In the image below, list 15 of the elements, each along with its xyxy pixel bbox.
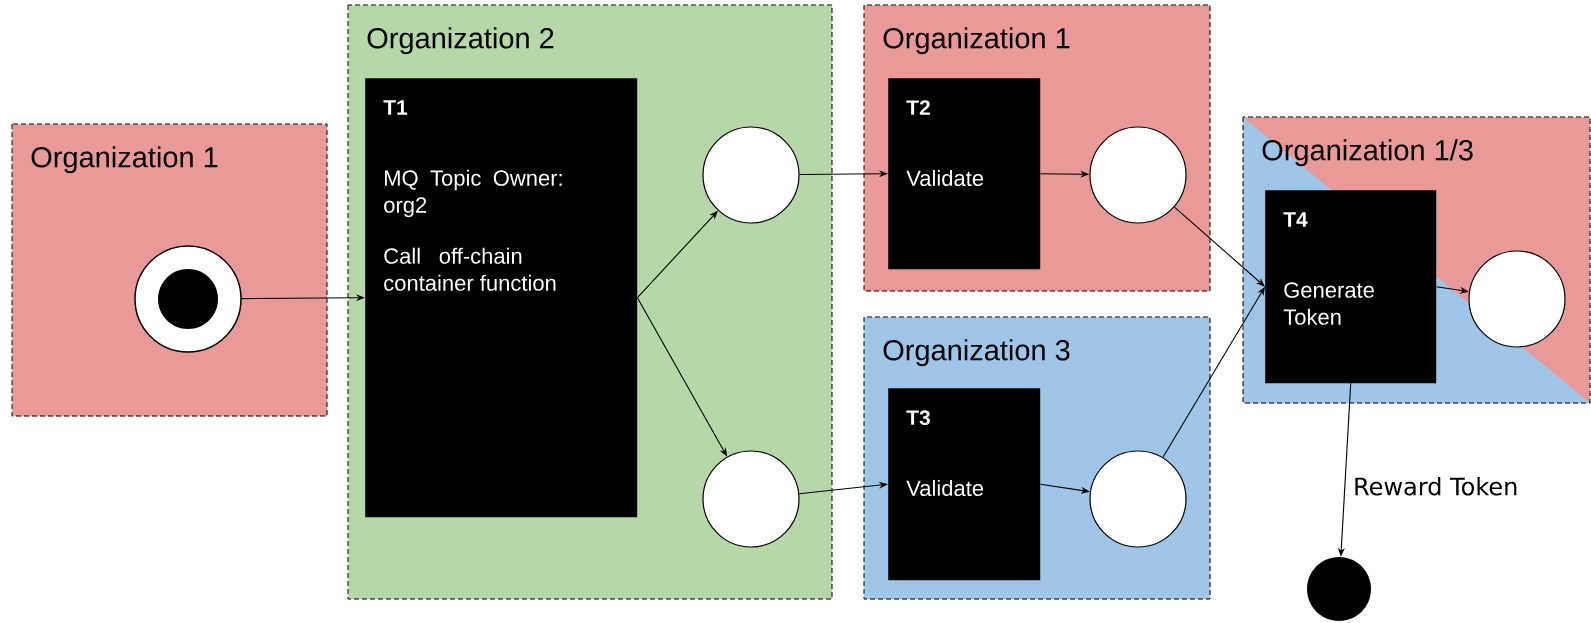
transition-box: T4 Generate Token bbox=[1265, 190, 1437, 384]
place-circle bbox=[702, 450, 800, 548]
arrow bbox=[1173, 206, 1265, 287]
place-circle bbox=[702, 126, 800, 224]
organization-region: Organization 1 bbox=[11, 123, 328, 417]
token-dot bbox=[1307, 557, 1371, 621]
edge-label: Reward Token bbox=[1355, 476, 1517, 496]
place-circle bbox=[1089, 126, 1187, 224]
place-circle bbox=[1089, 450, 1187, 548]
transition-box: T3 Validate bbox=[888, 388, 1041, 581]
marked-place-circle bbox=[134, 245, 242, 353]
transition-box: T2 Validate bbox=[888, 78, 1041, 270]
arrow bbox=[798, 481, 888, 495]
transition-box: T1 MQ Topic Owner: org2 Call off-chain container function bbox=[365, 78, 638, 518]
place-circle bbox=[1468, 250, 1566, 348]
